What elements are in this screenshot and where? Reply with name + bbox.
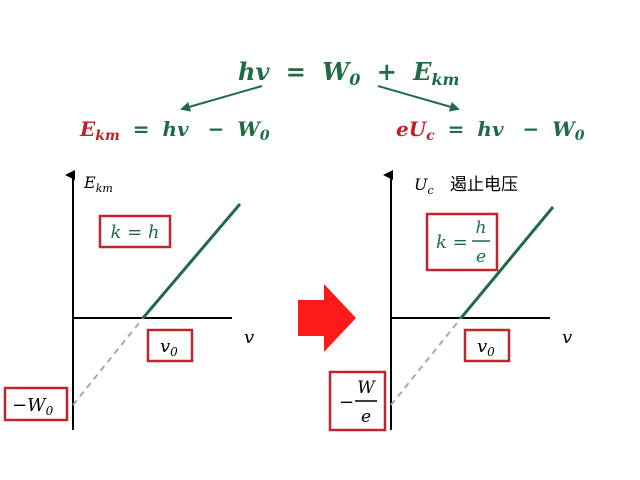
right-threshold-box bbox=[463, 328, 511, 363]
top-eq-w-sub: 0 bbox=[349, 70, 360, 89]
left-eq-minus: − bbox=[208, 117, 225, 141]
top-equation: hv = W0 + Ekm bbox=[238, 57, 459, 91]
left-intercept-label: −W0 bbox=[12, 395, 54, 418]
top-eq-hv: hv bbox=[238, 57, 270, 86]
left-eq-w: W bbox=[237, 117, 262, 141]
right-graph: Uc 遏止电压 v k = h e v0 − W e bbox=[328, 170, 572, 432]
right-intercept-box bbox=[328, 370, 387, 432]
right-eq-w: W bbox=[552, 117, 577, 141]
left-threshold-label: v0 bbox=[160, 336, 178, 359]
top-eq-e-sub: km bbox=[431, 70, 459, 89]
left-slope-label: k = h bbox=[110, 222, 159, 243]
big-red-arrow bbox=[298, 284, 356, 352]
left-eq-w-sub: 0 bbox=[260, 128, 270, 144]
right-y-label: Uc bbox=[414, 175, 434, 197]
left-threshold-box bbox=[146, 328, 194, 363]
left-equation: Ekm = hv − W0 bbox=[79, 117, 270, 145]
right-eq-eu: eU bbox=[396, 117, 428, 141]
top-eq-e: E bbox=[412, 57, 432, 86]
svg-text:hv = W0 +: hv = W0 + Ekm bbox=[238, 57, 459, 91]
right-threshold-label: v0 bbox=[477, 336, 495, 359]
top-eq-w: W bbox=[322, 57, 351, 86]
right-eq-equals: = bbox=[448, 117, 465, 141]
left-graph: Ekm v k = h v0 −W0 bbox=[3, 170, 254, 430]
left-eq-equals: = bbox=[133, 117, 150, 141]
right-x-label: v bbox=[562, 327, 572, 348]
left-eq-e: E bbox=[79, 117, 96, 141]
right-slope-denominator: e bbox=[476, 247, 486, 267]
right-y-title: 遏止电压 bbox=[450, 175, 518, 195]
right-equation: eUc = hv − W0 bbox=[396, 117, 585, 145]
right-slope-numerator: h bbox=[476, 218, 487, 238]
left-green-line bbox=[141, 203, 242, 319]
left-x-label: v bbox=[244, 327, 254, 348]
right-slope-k: k = bbox=[436, 232, 468, 253]
svg-text:Ekm = hv −: Ekm = hv − W0 bbox=[79, 117, 270, 145]
right-intercept-denominator: e bbox=[361, 407, 371, 427]
arrow-to-right-equation bbox=[377, 85, 460, 112]
left-intercept-box bbox=[3, 386, 69, 422]
left-eq-hv: hv bbox=[162, 117, 189, 141]
left-y-label: Ekm bbox=[83, 173, 113, 195]
left-slope-box bbox=[98, 214, 172, 249]
right-dashed-extension bbox=[390, 317, 462, 406]
right-eq-eu-sub: c bbox=[426, 128, 435, 144]
right-eq-w-sub: 0 bbox=[575, 128, 585, 144]
arrow-to-left-equation bbox=[180, 85, 263, 112]
top-eq-equals: = bbox=[286, 57, 306, 86]
right-intercept-sign: − bbox=[339, 392, 354, 413]
svg-text:eUc = hv −: eUc = hv − W0 bbox=[396, 117, 585, 145]
top-eq-plus: + bbox=[377, 57, 397, 86]
right-green-line bbox=[459, 206, 555, 319]
right-eq-minus: − bbox=[523, 117, 540, 141]
left-dashed-extension bbox=[72, 317, 144, 406]
right-slope-box bbox=[425, 212, 499, 272]
left-eq-e-sub: km bbox=[95, 128, 120, 144]
right-intercept-numerator: W bbox=[357, 378, 376, 398]
right-eq-hv: hv bbox=[477, 117, 504, 141]
